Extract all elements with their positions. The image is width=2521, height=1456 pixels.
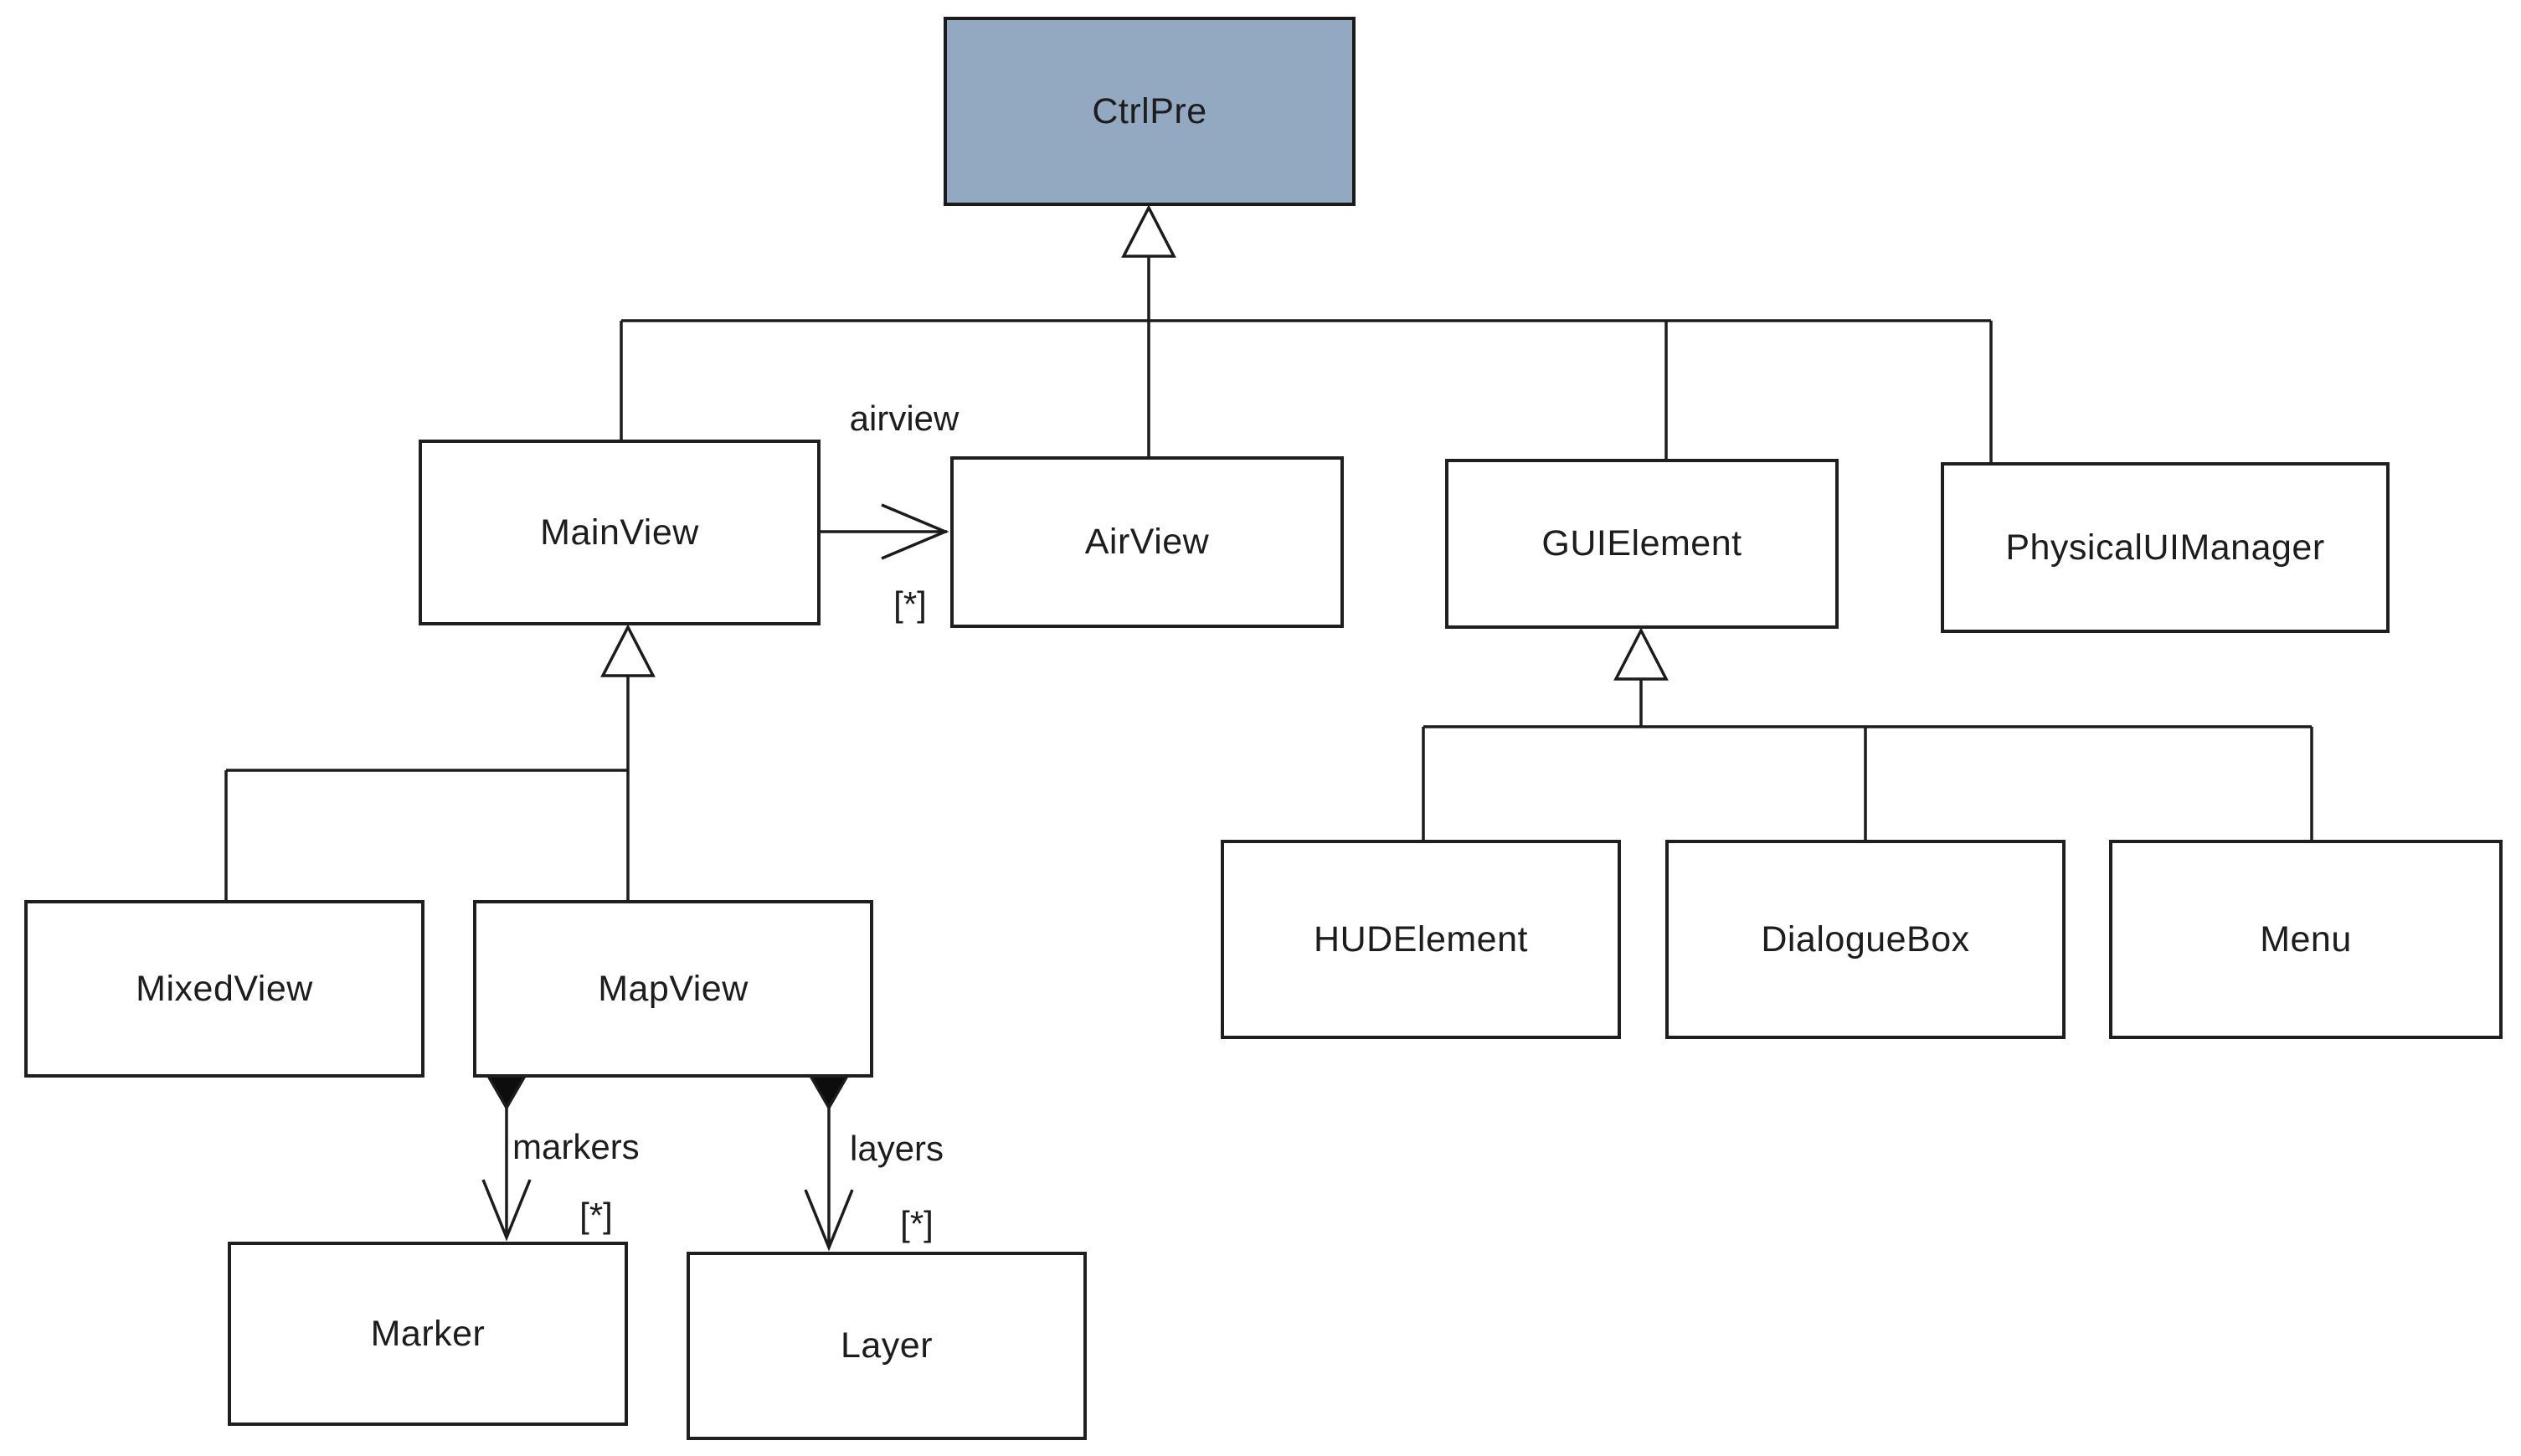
composition-label-markers: markers — [512, 1127, 640, 1166]
class-node-dialoguebox[interactable]: DialogueBox — [1665, 840, 2066, 1039]
class-node-mixedview[interactable]: MixedView — [24, 900, 424, 1078]
generalization-triangle-mainview — [600, 624, 656, 677]
class-node-physicaluimanager[interactable]: PhysicalUIManager — [1941, 462, 2390, 633]
class-name-physicaluimanager: PhysicalUIManager — [2005, 527, 2325, 568]
composition-arrowhead-markers — [481, 1179, 532, 1242]
class-name-layer: Layer — [840, 1325, 934, 1366]
class-node-mainview[interactable]: MainView — [419, 440, 821, 625]
class-node-airview[interactable]: AirView — [950, 456, 1344, 628]
class-node-mapview[interactable]: MapView — [473, 900, 873, 1078]
association-multiplicity-airview: [*] — [893, 584, 927, 624]
class-node-hudelement[interactable]: HUDElement — [1221, 840, 1621, 1039]
generalization-triangle-ctrlpre — [1121, 204, 1176, 258]
class-node-menu[interactable]: Menu — [2109, 840, 2503, 1039]
composition-multiplicity-layers: [*] — [900, 1204, 934, 1243]
composition-multiplicity-markers: [*] — [579, 1196, 613, 1235]
class-node-marker[interactable]: Marker — [228, 1242, 628, 1426]
composition-label-layers: layers — [850, 1129, 944, 1168]
class-node-guielement[interactable]: GUIElement — [1445, 459, 1839, 629]
association-label-airview: airview — [849, 399, 960, 438]
class-name-menu: Menu — [2260, 918, 2352, 960]
class-name-ctrlpre: CtrlPre — [1092, 90, 1207, 131]
class-node-ctrlpre[interactable]: CtrlPre — [944, 17, 1356, 206]
class-name-marker: Marker — [370, 1313, 486, 1354]
class-name-airview: AirView — [1084, 522, 1210, 562]
composition-arrowhead-layers — [804, 1189, 854, 1252]
class-name-mixedview: MixedView — [136, 968, 313, 1009]
class-name-dialoguebox: DialogueBox — [1761, 918, 1970, 960]
class-name-guielement: GUIElement — [1541, 523, 1742, 563]
association-arrowhead-airview — [881, 503, 949, 560]
class-name-mainview: MainView — [540, 512, 699, 553]
class-name-hudelement: HUDElement — [1314, 918, 1528, 960]
generalization-triangle-guielement — [1613, 627, 1669, 681]
class-node-layer[interactable]: Layer — [687, 1252, 1087, 1440]
class-name-mapview: MapView — [598, 968, 749, 1009]
